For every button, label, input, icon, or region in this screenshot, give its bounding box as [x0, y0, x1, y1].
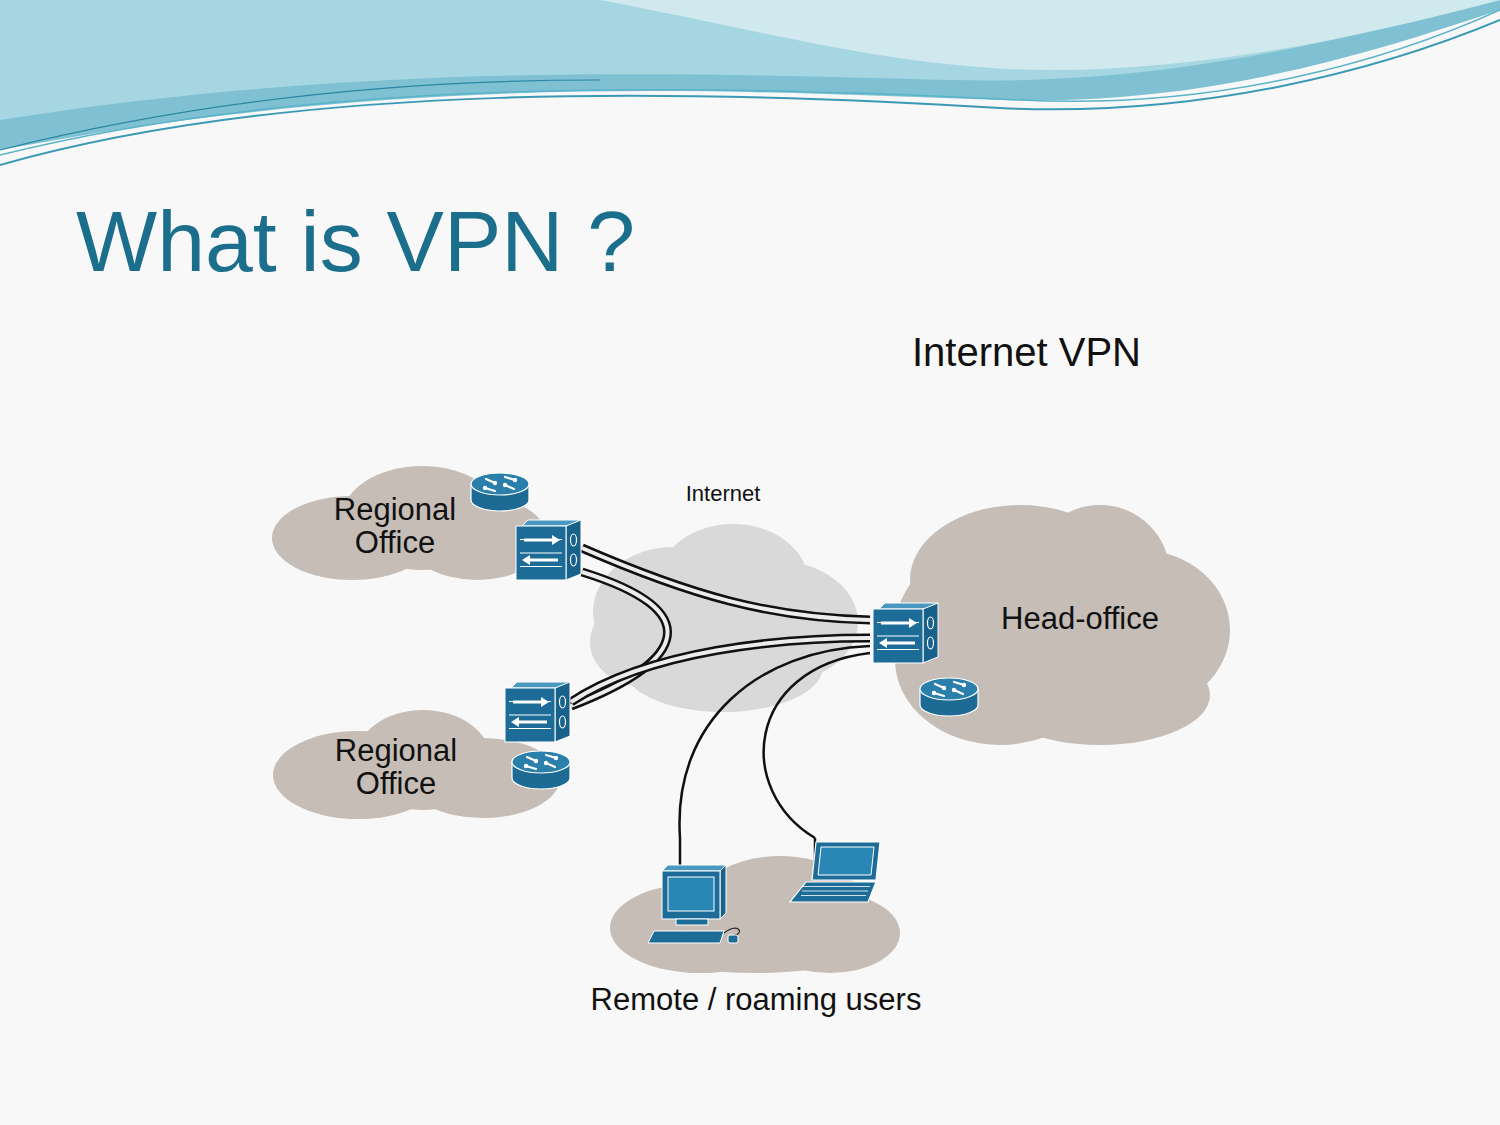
cloud-node: Regional Office [273, 680, 571, 824]
subtitle-holder: Internet VPN [912, 330, 1141, 375]
cloud-shape [583, 482, 863, 718]
title-holder: What is VPN ? [76, 192, 635, 291]
vpn-link [764, 653, 870, 838]
node-label: Regional Office [301, 734, 491, 801]
cloud-node: Head-office [870, 500, 1232, 750]
cloud-node: Regional Office [272, 463, 582, 587]
vpn-tunnel [571, 638, 870, 702]
node-label: Remote / roaming users [576, 983, 936, 1016]
vpn-tunnel [571, 572, 668, 706]
node-label: Internet [623, 482, 823, 506]
node-label: Head-office [980, 602, 1180, 635]
device-icons [583, 482, 863, 718]
slide-title: What is VPN ? [76, 192, 635, 291]
cloud-node: Internet [583, 482, 863, 718]
subtitle: Internet VPN [912, 330, 1141, 375]
node-label: Regional Office [300, 493, 490, 560]
vpn-link [679, 646, 870, 838]
header-waves [0, 0, 1500, 190]
cloud-node: Remote / roaming users [575, 838, 937, 1023]
